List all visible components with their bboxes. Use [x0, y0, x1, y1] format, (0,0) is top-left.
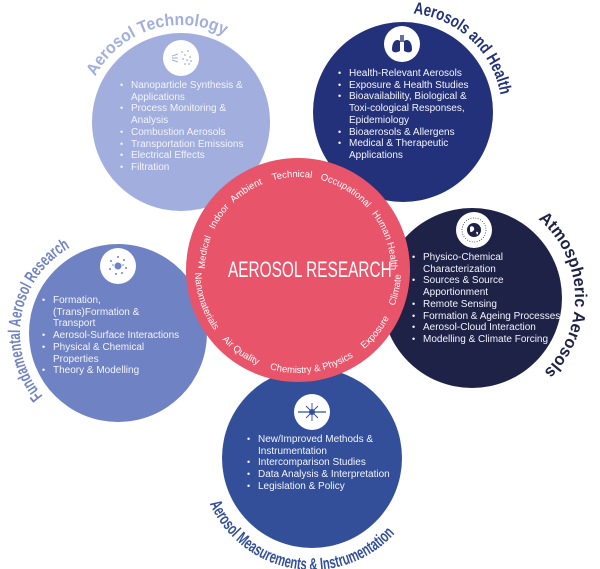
list-item: Modelling & Climate Forcing	[412, 334, 562, 346]
list-item: Theory & Modelling	[42, 365, 180, 377]
list-item: Exposure & Health Studies	[338, 80, 480, 92]
list-item: Data Analysis & Interpretation	[247, 469, 395, 481]
list-item: Combustion Aerosols	[120, 127, 258, 139]
list-item: Transportation Emissions	[120, 139, 258, 151]
list-measurements-instrumentation: New/Improved Methods & Instrumentation I…	[247, 434, 395, 493]
list-item: Remote Sensing	[412, 299, 562, 311]
list-item: New/Improved Methods & Instrumentation	[247, 434, 395, 457]
list-item: Bioaerosols & Allergens	[338, 127, 480, 139]
list-fundamental-research: Formation, (Trans)Formation & Transport …	[42, 295, 180, 377]
list-atmospheric-aerosols: Physico-Chemical Characterization Source…	[412, 252, 562, 346]
list-item: Formation, (Trans)Formation & Transport	[42, 295, 180, 330]
list-item: Health-Relevant Aerosols	[338, 68, 480, 80]
list-item: Physical & Chemical Properties	[42, 342, 180, 365]
list-item: Sources & Source Apportionment	[412, 275, 562, 298]
list-item: Formation & Ageing Processes	[412, 311, 562, 323]
particle-cluster-icon	[100, 248, 136, 284]
list-item: Medical & Therapeutic Applications	[338, 138, 480, 161]
globe-icon	[456, 212, 492, 248]
center-title: AEROSOL RESEARCH	[228, 257, 392, 282]
list-item: Process Monitoring & Analysis	[120, 103, 258, 126]
list-aerosol-technology: Nanoparticle Synthesis & Applications Pr…	[120, 80, 258, 174]
list-item: Aerosol-Cloud Interaction	[412, 322, 562, 334]
list-item: Nanoparticle Synthesis & Applications	[120, 80, 258, 103]
center-circle	[186, 158, 410, 382]
spray-icon	[163, 40, 199, 76]
list-item: Aerosol-Surface Interactions	[42, 330, 180, 342]
list-item: Intercomparison Studies	[247, 457, 395, 469]
list-aerosols-and-health: Health-Relevant Aerosols Exposure & Heal…	[338, 68, 480, 162]
list-item: Electrical Effects	[120, 150, 258, 162]
list-item: Filtration	[120, 162, 258, 174]
lungs-icon	[384, 26, 420, 62]
list-item: Legislation & Policy	[247, 481, 395, 493]
list-item: Bioavailability, Biological & Toxi-colog…	[338, 91, 480, 126]
ring-word-technical: Technical	[271, 169, 313, 183]
list-item: Physico-Chemical Characterization	[412, 252, 562, 275]
laser-icon	[294, 394, 330, 430]
